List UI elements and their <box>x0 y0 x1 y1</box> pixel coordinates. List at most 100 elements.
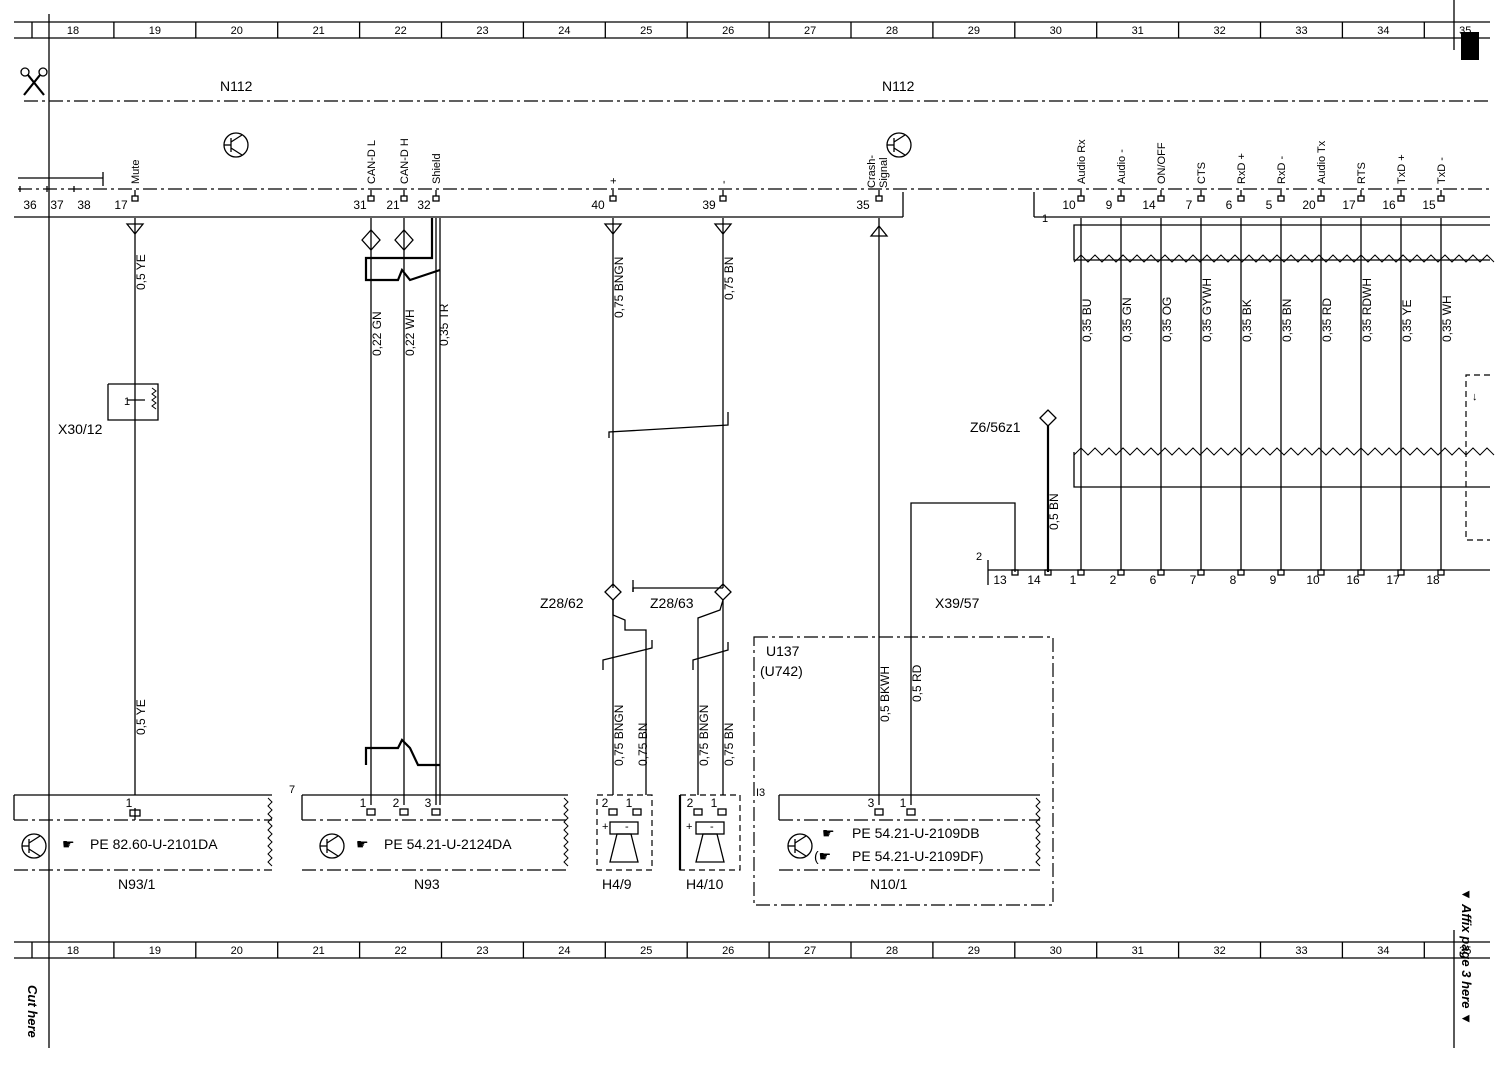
pin-terminal <box>1077 195 1085 202</box>
module-pin-number: 1 <box>626 796 633 810</box>
pin-terminal <box>1277 569 1285 576</box>
bundle-wire-label: 0,35 OG <box>1160 297 1174 342</box>
pin-terminal <box>1011 569 1019 576</box>
grid-column-number: 30 <box>1050 25 1062 37</box>
svg-text:1: 1 <box>124 396 130 408</box>
crash-signal-wire: 0,5 BKWH 0,5 RD <box>869 218 1016 805</box>
x30-12-label: X30/12 <box>58 421 103 437</box>
n112-pin-number: 39 <box>702 198 716 212</box>
grid-column-number: 28 <box>886 25 898 37</box>
wire-label-shield: 0,35 TR <box>437 303 451 346</box>
n112-pin-signal: Audio - <box>1116 149 1128 184</box>
pin-terminal <box>1237 569 1245 576</box>
grid-column-number: 18 <box>67 25 79 37</box>
n93-1-pe-ref: PE 82.60-U-2101DA <box>90 836 218 852</box>
n112-pin-number: 31 <box>353 198 367 212</box>
svg-text:N10/1: N10/1 <box>870 876 908 892</box>
pin-terminal <box>1277 195 1285 202</box>
pin-terminal <box>1397 569 1405 576</box>
scissors-icon <box>20 67 48 96</box>
x39-pin-number: 7 <box>1190 573 1197 587</box>
n112-left-label: N112 <box>220 78 253 94</box>
n112-pin-number: 32 <box>417 198 431 212</box>
svg-text:0,75 BNGN: 0,75 BNGN <box>612 705 626 766</box>
grid-column-number: 27 <box>804 945 816 957</box>
bundle-wire-label: 0,35 BU <box>1080 299 1094 342</box>
grid-column-number: 19 <box>149 945 161 957</box>
pin-terminal <box>632 808 642 816</box>
wire-label-mute-top: 0,5 YE <box>134 254 148 290</box>
n112-pin-number: 21 <box>386 198 400 212</box>
n112-pin-number: 7 <box>1186 198 1193 212</box>
x39-pin-number: 2 <box>1110 573 1117 587</box>
n112-pin-signal: RxD + <box>1236 153 1248 184</box>
pin-terminal <box>131 195 139 202</box>
n10-1-pe-ref-b: PE 54.21-U-2109DF) <box>852 848 984 864</box>
pin-terminal <box>366 808 376 816</box>
bundle-wire-label: 0,35 BK <box>1240 299 1254 342</box>
n112-pin-number: 20 <box>1302 198 1316 212</box>
grid-column-number: 29 <box>968 25 980 37</box>
electronic-module-icon <box>886 132 912 158</box>
n10-1-pe-ref-a: PE 54.21-U-2109DB <box>852 825 980 841</box>
svg-text:Z6/56z1: Z6/56z1 <box>970 419 1021 435</box>
connector-pin-number: 38 <box>77 198 91 212</box>
module-pin-number: 2 <box>602 796 609 810</box>
speaker-icon <box>609 833 639 863</box>
n112-pin-signal: TxD + <box>1396 154 1408 184</box>
pin-terminal <box>1397 195 1405 202</box>
grid-column-number: 34 <box>1377 25 1389 37</box>
svg-text:↓: ↓ <box>1472 391 1478 403</box>
svg-text:0,75 BN: 0,75 BN <box>636 723 650 766</box>
svg-text:+: + <box>686 821 692 833</box>
x39-pin-number: 10 <box>1306 573 1320 587</box>
pin-terminal <box>1117 195 1125 202</box>
module-pin-number: 2 <box>393 796 400 810</box>
grid-column-number: 22 <box>394 945 406 957</box>
page-marker-block <box>1461 32 1479 60</box>
grid-column-number: 18 <box>67 945 79 957</box>
n112-pin-signal: RxD - <box>1276 156 1288 184</box>
svg-text:0,5 BN: 0,5 BN <box>1047 493 1061 530</box>
n112-pin-number: 15 <box>1422 198 1436 212</box>
wire-label-mute-bottom: 0,5 YE <box>134 699 148 735</box>
svg-text:(U742): (U742) <box>760 663 803 679</box>
cut-here-note: Cut here <box>25 985 40 1038</box>
bundle-wire-label: 0,35 RDWH <box>1360 278 1374 342</box>
n112-pin-signal: Audio Rx <box>1076 139 1088 184</box>
wire-label-plus: 0,75 BNGN <box>612 257 626 318</box>
n112-pin-number: 5 <box>1266 198 1273 212</box>
n112-pin-signal: RTS <box>1356 162 1368 184</box>
reference-pointer-icon: ☛ <box>356 836 369 852</box>
grid-column-number: 29 <box>968 945 980 957</box>
n112-pin-number: 9 <box>1106 198 1113 212</box>
electronic-module-icon <box>21 833 47 859</box>
electronic-module-icon <box>223 132 249 158</box>
n112-pin-signal: - <box>718 180 730 184</box>
grid-column-number: 25 <box>640 25 652 37</box>
grid-column-number: 19 <box>149 25 161 37</box>
pin-terminal <box>906 808 916 816</box>
z6-56z1-splice: Z6/56z1 0,5 BN <box>970 409 1061 572</box>
svg-text:H4/10: H4/10 <box>686 876 724 892</box>
grid-column-number: 31 <box>1132 25 1144 37</box>
svg-text:Z28/63: Z28/63 <box>650 595 694 611</box>
pin-terminal <box>400 195 408 202</box>
x39-pin-number: 16 <box>1346 573 1360 587</box>
svg-text:-: - <box>625 821 629 833</box>
module-pin-number: 1 <box>360 796 367 810</box>
n112-pin-signal: CAN-D H <box>399 138 411 184</box>
grid-column-number: 22 <box>394 25 406 37</box>
pin-terminal <box>1157 195 1165 202</box>
module-pin-number: 1 <box>900 796 907 810</box>
pin-terminal <box>1437 569 1445 576</box>
n93-pe-ref: PE 54.21-U-2124DA <box>384 836 512 852</box>
grid-column-number: 34 <box>1377 945 1389 957</box>
